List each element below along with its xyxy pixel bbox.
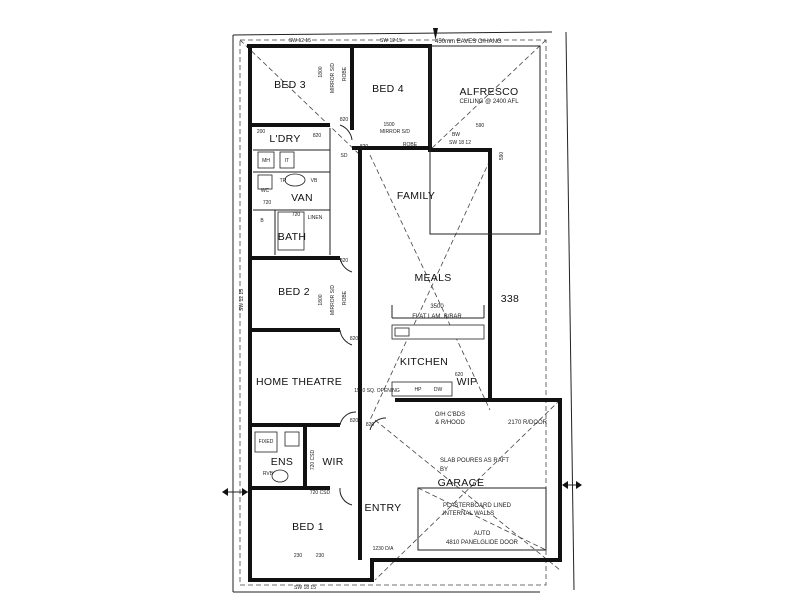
room-label-bath: BATH [278, 231, 306, 243]
note-mirror-sd-bed4: MIRROR S/D [380, 129, 410, 135]
room-label-kitchen: KITCHEN [400, 356, 448, 368]
eaves-outline [239, 39, 561, 586]
room-label-alfresco: ALFRESCO [460, 86, 519, 98]
note-auto-2: 4810 PANELGLIDE DOOR [446, 540, 519, 546]
wet-area-fixtures [254, 151, 306, 483]
room-label-wip: WIP [457, 376, 478, 388]
note-ceiling: CEILING @ 2400 AFL [459, 99, 519, 105]
dim-1800-bed2: 1800 [318, 294, 324, 305]
room-label-van: VAN [291, 192, 313, 204]
site-arrows [222, 28, 582, 496]
note-slab-1: SLAB POURES AS RAFT [440, 458, 509, 464]
dim-720-van: 720 [263, 200, 272, 206]
note-linen: LINEN [308, 215, 323, 221]
plan-annotations: 450mm EAVES O/HANG CEILING @ 2400 AFL FL… [239, 38, 548, 591]
room-label-home-theatre: HOME THEATRE [256, 376, 342, 388]
note-ohc: O/H C'BDS [435, 412, 465, 418]
note-garage-door: 2170 R/DOOR [508, 420, 548, 426]
dim-230-b: 230 [316, 553, 325, 559]
note-rhood: & R/HOOD [435, 420, 465, 426]
door-swings [339, 124, 387, 506]
note-opening: 1510 SQ. OPENING [354, 388, 400, 394]
dim-820-entry: 820 [366, 422, 375, 428]
note-sw-alfresco: SW 18 12 [449, 140, 471, 146]
note-sw-left: SW 12 15 [239, 289, 245, 311]
fixture-dw: DW [434, 387, 443, 393]
note-sw-top-1: SW 12 15 [289, 38, 311, 44]
dim-590-b: 590 [499, 152, 505, 161]
room-label-ens: ENS [271, 456, 294, 468]
fixture-it: IT [285, 158, 289, 164]
dim-230-a: 230 [294, 553, 303, 559]
kitchen-fixtures [391, 305, 485, 397]
note-wall-height: 338 [501, 293, 519, 305]
note-plaster-1: PLASTERBOARD LINED [443, 503, 512, 509]
room-label-bed1: BED 1 [292, 521, 324, 533]
dim-200: 200 [257, 129, 266, 135]
fixture-b: B [260, 218, 264, 224]
dim-820-bed4: 820 [360, 144, 369, 150]
dim-620: 620 [455, 372, 464, 378]
fixture-sd: SD [341, 153, 348, 159]
note-robe-bed4: ROBE [403, 142, 418, 148]
room-label-wir: WIR [322, 456, 343, 468]
room-label-ldry: L'DRY [269, 133, 300, 145]
room-label-bed3: BED 3 [274, 79, 306, 91]
dim-720-bath: 720 [292, 212, 301, 218]
room-label-garage: GARAGE [438, 477, 485, 489]
internal-walls [250, 46, 490, 560]
note-robe-bed2: ROBE [342, 290, 348, 305]
fixture-hp: HP [415, 387, 423, 393]
room-labels: BED 3 BED 4 ALFRESCO L'DRY VAN BATH BED … [256, 79, 519, 533]
note-slab-2: BY [440, 467, 448, 473]
note-eaves: 450mm EAVES O/HANG [435, 39, 502, 45]
room-label-bed4: BED 4 [372, 83, 404, 95]
note-flat-lam: FLAT LAM. B/BAR [412, 314, 462, 320]
dim-820-bed2: 820 [340, 258, 349, 264]
fixture-mh: MH [262, 158, 270, 164]
room-label-meals: MEALS [414, 272, 451, 284]
dim-1500: 1500 [383, 122, 394, 128]
dim-820-hall: 820 [350, 418, 359, 424]
dim-720-csd-ens: 720 CSD [310, 449, 316, 470]
dim-590-a: 590 [476, 123, 485, 129]
note-plaster-2: INTERNAL WALLS [443, 511, 494, 517]
room-label-bed2: BED 2 [278, 286, 310, 298]
room-label-family: FAMILY [397, 190, 435, 202]
note-robe-bed3: ROBE [342, 66, 348, 81]
note-auto-1: AUTO [474, 531, 491, 537]
outer-walls [247, 44, 562, 582]
fixture-fixed: FIXED [259, 439, 274, 445]
note-bw: BW [452, 132, 460, 138]
garage-panelglide-door [417, 487, 547, 551]
room-label-entry: ENTRY [365, 502, 402, 514]
dim-720-csd-bed1: 720 CSD [310, 490, 331, 496]
note-kitchen-width: 3500 [430, 304, 444, 310]
dim-1800-bed3: 1800 [318, 66, 324, 77]
dim-820-ldry: 820 [313, 133, 322, 139]
note-entry-robe: 1230 D/A [373, 546, 395, 552]
fixture-tr: TR [280, 178, 287, 184]
note-mirror-sd-bed2: MIRROR S/D [330, 285, 336, 315]
fixture-vb: VB [311, 178, 318, 184]
note-sw-top-2: SW 12 15 [380, 38, 402, 44]
note-mirror-sd-bed3: MIRROR S/D [330, 63, 336, 93]
note-sw-bottom: SW 18 15 [294, 585, 316, 591]
dim-820-theatre: 820 [350, 336, 359, 342]
site-boundary [232, 31, 575, 593]
fixture-rvb: RVB [263, 471, 274, 477]
dim-820-bed3: 820 [340, 117, 349, 123]
fixture-wc: WC [261, 188, 270, 194]
